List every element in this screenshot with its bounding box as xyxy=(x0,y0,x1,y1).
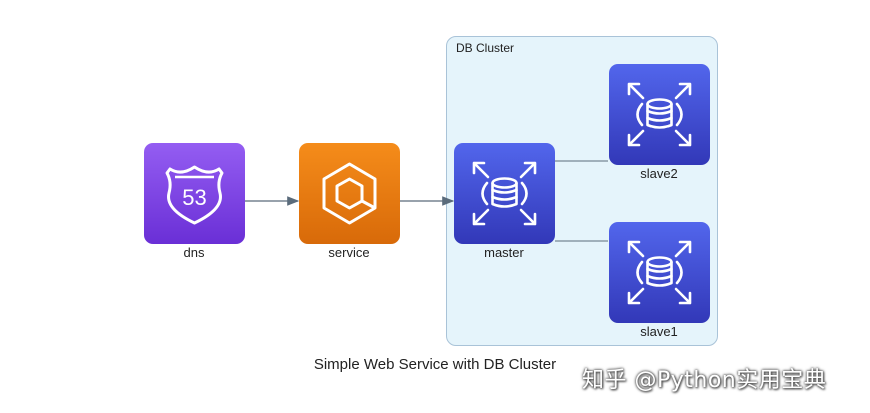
slave1-node[interactable] xyxy=(609,222,710,323)
ecs-hexagon-icon xyxy=(322,162,377,225)
dns-badge: 53 xyxy=(182,185,206,210)
diagram-caption: Simple Web Service with DB Cluster xyxy=(313,356,557,373)
master-node[interactable] xyxy=(454,143,555,244)
slave2-node[interactable] xyxy=(609,64,710,165)
watermark: 知乎 @Python实用宝典 xyxy=(582,368,827,393)
dns-label: dns xyxy=(183,245,205,260)
rds-database-icon xyxy=(627,240,692,305)
service-label: service xyxy=(328,245,370,260)
slave1-label: slave1 xyxy=(640,324,678,339)
rds-database-icon xyxy=(627,82,692,147)
rds-database-icon xyxy=(472,161,537,226)
route53-shield-icon: 53 xyxy=(165,165,224,225)
master-label: master xyxy=(484,245,524,260)
service-node[interactable] xyxy=(299,143,400,244)
cluster-label: DB Cluster xyxy=(456,41,515,55)
slave2-label: slave2 xyxy=(640,166,678,181)
dns-node[interactable]: 53 xyxy=(144,143,245,244)
